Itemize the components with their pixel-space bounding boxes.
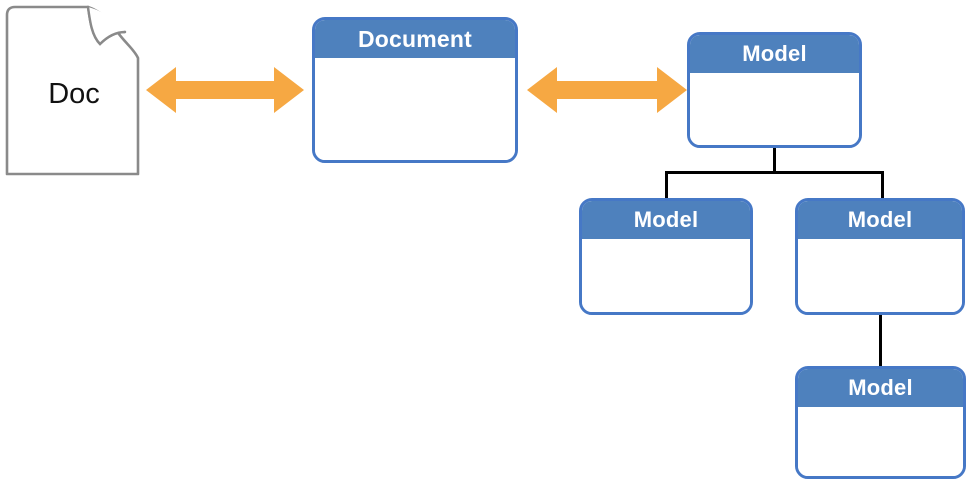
model-grandchild-node-title: Model	[798, 369, 963, 407]
doc-label: Doc	[48, 78, 100, 110]
model-root-node-body	[690, 73, 859, 145]
model-child-left-node-title: Model	[582, 201, 750, 239]
document-node-body	[315, 58, 515, 160]
document-node-title: Document	[315, 20, 515, 58]
model-child-right-node: Model	[795, 198, 965, 315]
double-arrow-icon	[146, 67, 304, 113]
model-grandchild-node: Model	[795, 366, 966, 479]
model-child-right-node-title: Model	[798, 201, 962, 239]
model-root-node-title: Model	[690, 35, 859, 73]
model-child-right-node-body	[798, 239, 962, 312]
connector-root-down	[773, 148, 776, 174]
connector-grandchild-drop	[879, 314, 882, 367]
model-root-node: Model	[687, 32, 862, 148]
document-node: Document	[312, 17, 518, 163]
doc-page-icon	[5, 5, 140, 176]
model-child-left-node-body	[582, 239, 750, 312]
connector-branch-horizontal	[665, 171, 884, 174]
model-child-left-node: Model	[579, 198, 753, 315]
connector-right-drop	[881, 171, 884, 199]
connector-left-drop	[665, 171, 668, 199]
model-grandchild-node-body	[798, 407, 963, 476]
double-arrow-icon	[527, 67, 687, 113]
